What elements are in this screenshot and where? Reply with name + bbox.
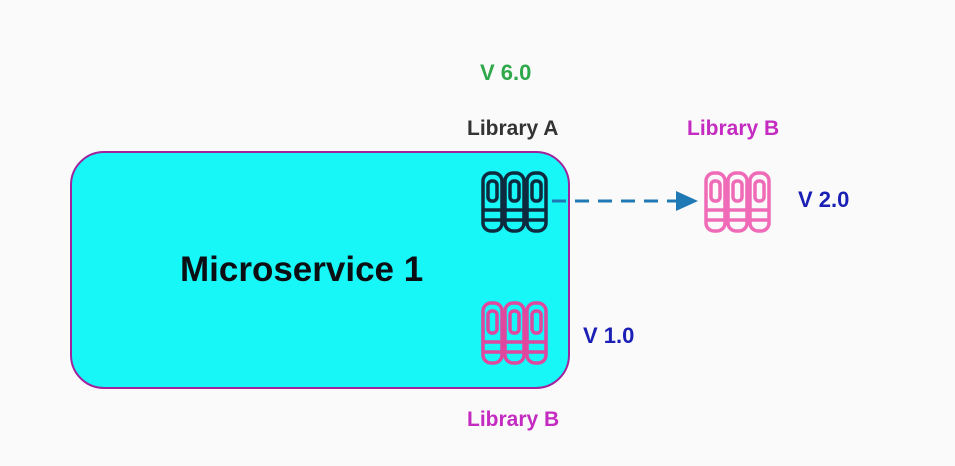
library-b-internal-books-icon (481, 301, 548, 365)
library-a-version: V 6.0 (480, 60, 532, 85)
library-b-external-label: Library B (687, 117, 780, 140)
library-b-internal-label: Library B (467, 408, 560, 431)
library-b-external-books-icon (704, 171, 771, 233)
library-b-external-version: V 2.0 (798, 187, 850, 212)
library-b-internal-version: V 1.0 (583, 323, 635, 348)
dependency-arrow (552, 191, 698, 211)
library-a-label: Library A (467, 117, 559, 140)
microservice-title: Microservice 1 (180, 250, 424, 289)
library-a-books-icon (481, 171, 548, 233)
